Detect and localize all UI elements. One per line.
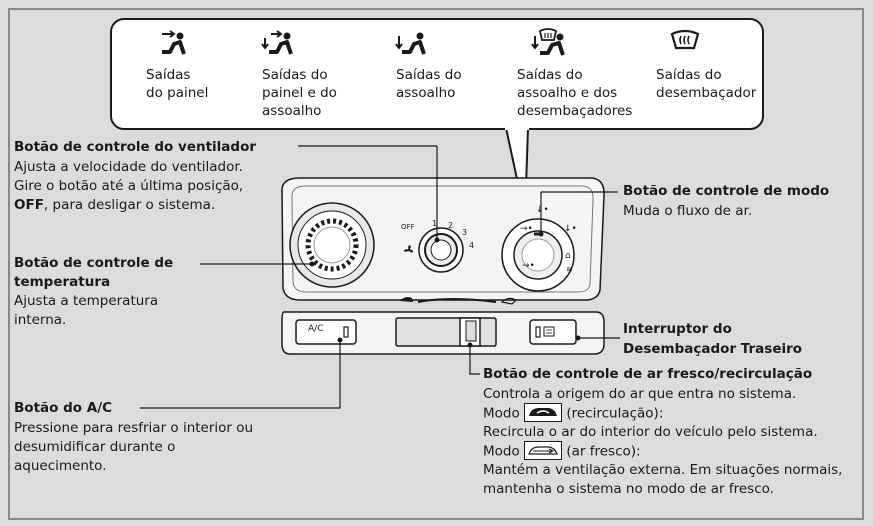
fan-off-rest: , para desligar o sistema.	[43, 197, 216, 213]
fan-off-bold: OFF	[14, 197, 44, 213]
svg-text:≋: ≋	[566, 265, 573, 274]
temperature-control-title-1: Botão de controle de	[14, 255, 174, 271]
fresh-air-indicator-icon	[500, 297, 518, 305]
dashboard-floor-vent-mode-icon	[261, 30, 293, 55]
fresh-air-mode-icon	[524, 441, 563, 460]
temperature-control-desc-1: Ajusta a temperatura	[14, 293, 159, 309]
fan-speed-knob[interactable]	[418, 227, 464, 273]
fan-speed-3-label: 3	[462, 228, 468, 237]
mode-label-dashboard-floor: Saídas do painel e do assoalho	[262, 66, 337, 120]
mode-label-line: desembaçador	[656, 85, 757, 101]
mode-label-floor-defrost: Saídas do assoalho e dos desembaçadores	[517, 66, 632, 120]
fan-icon	[404, 245, 413, 253]
recirculation-title: Botão de controle de ar fresco/recircula…	[483, 366, 813, 382]
recirculation-desc-3: Mantém a ventilação externa. Em situaçõe…	[483, 462, 843, 478]
fan-speed-1-label: 1	[432, 219, 438, 228]
recirculation-mode-suffix: (recirculação):	[566, 405, 664, 422]
fan-control-desc-1: Ajusta a velocidade do ventilador.	[14, 159, 243, 175]
fan-speed-4-label: 4	[469, 241, 475, 250]
rear-defroster-button[interactable]	[529, 319, 577, 345]
dashboard-vent-mode-icon	[162, 30, 186, 55]
rear-defroster-title-1: Interruptor do	[623, 321, 732, 337]
fan-control-desc-3: OFF, para desligar o sistema.	[14, 196, 215, 215]
svg-text:⌂: ⌂	[565, 251, 571, 261]
svg-text:→•: →•	[522, 261, 535, 271]
floor-defrost-mode-icon	[531, 28, 565, 56]
mode-knob-position-icons: ↓• →• ↓• →• ⌂ ≋	[520, 205, 577, 274]
recirculation-desc-1: Controla a origem do ar que entra no sis…	[483, 386, 797, 402]
ac-desc-2: desumidificar durante o	[14, 439, 176, 455]
recirculation-indicator-icon	[400, 297, 497, 303]
fan-speed-2-label: 2	[448, 221, 454, 230]
svg-text:→•: →•	[520, 224, 533, 234]
ac-title: Botão do A/C	[14, 400, 113, 416]
fan-control-title: Botão de controle do ventilador	[14, 139, 256, 155]
mode-label-defrost: Saídas do desembaçador	[656, 66, 756, 102]
leader-dots	[309, 231, 581, 348]
mode-label-line: Saídas do	[396, 67, 462, 83]
leader-lines	[140, 145, 620, 409]
recirculation-desc-4: mantenha o sistema no modo de ar fresco.	[483, 481, 774, 497]
fresh-air-mode-line: Modo (ar fresco):	[483, 441, 641, 462]
mode-label-line: Saídas do	[656, 67, 722, 83]
mode-label-line: painel e do	[262, 85, 337, 101]
fan-off-label: OFF	[401, 223, 415, 231]
svg-text:↓•: ↓•	[536, 205, 549, 215]
mode-label-line: Saídas	[146, 67, 191, 83]
mode-label-line: Saídas do	[262, 67, 328, 83]
rear-defroster-title-2: Desembaçador Traseiro	[623, 341, 803, 357]
mode-label-line: assoalho	[262, 103, 322, 119]
fresh-air-mode-prefix: Modo	[483, 443, 520, 460]
recirculation-mode-prefix: Modo	[483, 405, 520, 422]
mode-callout-bubble	[110, 18, 764, 130]
fresh-air-mode-suffix: (ar fresco):	[566, 443, 641, 460]
mode-label-line: do painel	[146, 85, 209, 101]
ac-desc-1: Pressione para resfriar o interior ou	[14, 420, 254, 436]
recirculation-mode-icon	[524, 403, 563, 422]
floor-vent-mode-icon	[395, 32, 426, 55]
mode-control-desc: Muda o fluxo de ar.	[623, 203, 753, 219]
ac-desc-3: aquecimento.	[14, 458, 107, 474]
mode-control-title: Botão de controle de modo	[623, 183, 830, 199]
temperature-knob[interactable]	[289, 202, 375, 288]
svg-text:↓•: ↓•	[564, 224, 577, 234]
fan-control-desc-2: Gire o botão até a última posição,	[14, 178, 244, 194]
recirculation-lever[interactable]	[395, 317, 497, 347]
mode-label-floor: Saídas do assoalho	[396, 66, 462, 102]
defrost-mode-icon	[670, 29, 700, 50]
mode-label-line: Saídas do	[517, 67, 583, 83]
recirculation-desc-2: Recircula o ar do interior do veículo pe…	[483, 424, 818, 440]
mode-label-line: assoalho e dos	[517, 85, 618, 101]
temperature-control-title-2: temperatura	[14, 274, 111, 290]
ac-button-label: A/C	[308, 324, 324, 334]
recirculation-mode-line: Modo (recirculação):	[483, 403, 664, 424]
temperature-control-desc-2: interna.	[14, 312, 67, 328]
mode-label-line: desembaçadores	[517, 103, 633, 119]
mode-label-line: assoalho	[396, 85, 456, 101]
mode-knob[interactable]	[501, 218, 575, 292]
mode-label-dashboard: Saídas do painel	[146, 66, 208, 102]
ac-button[interactable]	[295, 319, 357, 345]
